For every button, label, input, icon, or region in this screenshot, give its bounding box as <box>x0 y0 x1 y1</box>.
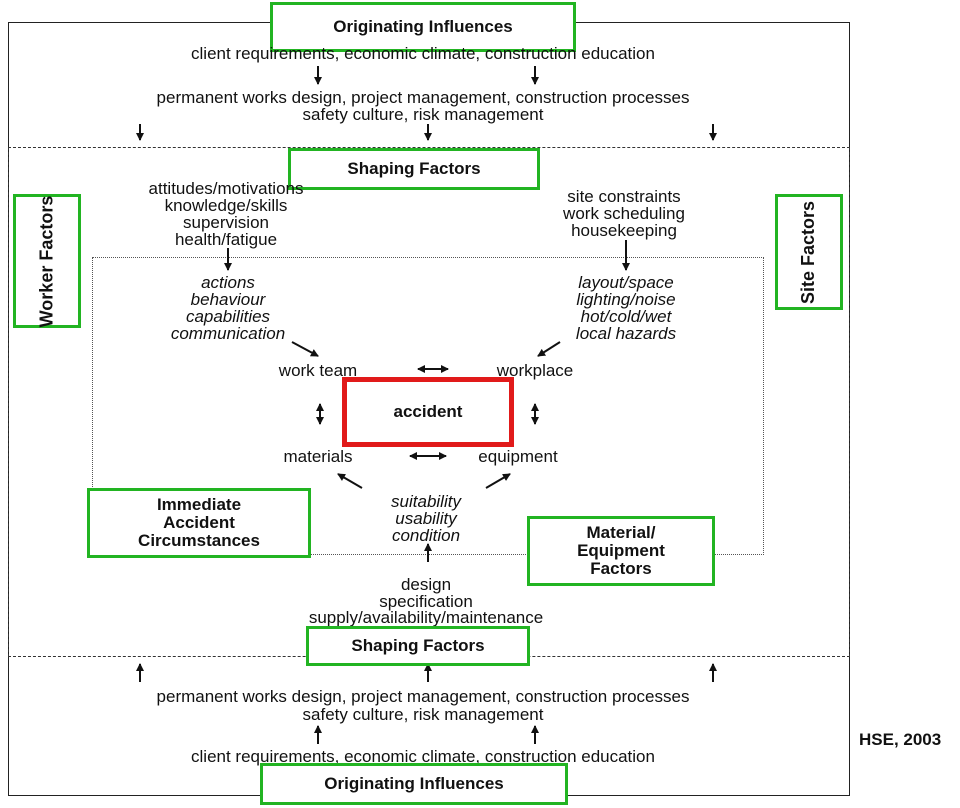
site-list-item: work scheduling <box>563 204 685 223</box>
arrow-diag <box>485 473 511 489</box>
originating-bottom-line1: permanent works design, project manageme… <box>156 687 690 706</box>
originating-top-line1: client requirements, economic climate, c… <box>191 44 655 63</box>
suitability-item: usability <box>395 509 457 528</box>
originating-influences-top-box: Originating Influences <box>270 2 576 52</box>
originating-influences-bottom-label: Originating Influences <box>324 774 504 793</box>
source-credit: HSE, 2003 <box>859 730 942 749</box>
worker-list-item: knowledge/skills <box>164 196 288 215</box>
worker-actions-item: behaviour <box>190 290 266 309</box>
immediate-label-line: Immediate <box>156 495 242 514</box>
worker-list-item: supervision <box>183 213 269 232</box>
equipment-label: equipment <box>478 447 558 466</box>
material-equipment-label-line: Factors <box>590 559 652 578</box>
suitability-item: condition <box>391 526 461 545</box>
shaping-factors-top-box: Shaping Factors <box>288 148 540 190</box>
site-list-item: housekeeping <box>571 221 677 240</box>
originating-influences-bottom-box: Originating Influences <box>260 763 568 805</box>
suitability-item: suitability <box>391 492 461 511</box>
design-item: design <box>400 575 452 594</box>
worker-factors-label: Worker Factors <box>36 195 57 327</box>
arrow-diag <box>537 341 561 357</box>
arrow-diag <box>337 473 363 489</box>
originating-top-line2: permanent works design, project manageme… <box>156 88 690 107</box>
workplace-label: workplace <box>496 361 574 380</box>
material-equipment-factors-box: Material/ Equipment Factors <box>527 516 715 586</box>
worker-actions-item: actions <box>201 273 255 292</box>
worker-list-item: attitudes/motivations <box>148 179 304 198</box>
worker-actions-item: capabilities <box>185 307 271 326</box>
shaping-factors-bottom-box: Shaping Factors <box>306 626 530 666</box>
site-factors-box: Site Factors <box>775 194 843 310</box>
site-workplace-item: layout/space <box>578 273 674 292</box>
material-equipment-label-line: Material/ <box>586 523 656 542</box>
worker-list-item: health/fatigue <box>174 230 278 249</box>
originating-bottom-line3: client requirements, economic climate, c… <box>191 747 655 766</box>
site-list-item: site constraints <box>567 187 681 206</box>
design-item: supply/availability/maintenance <box>308 608 544 627</box>
arrow-diag <box>291 341 319 357</box>
site-workplace-item: local hazards <box>575 324 677 343</box>
shaping-factors-top-label: Shaping Factors <box>347 159 481 178</box>
materials-label: materials <box>283 447 353 466</box>
originating-top-line3: safety culture, risk management <box>302 105 544 124</box>
worker-actions-item: communication <box>170 324 286 343</box>
worker-factors-box: Worker Factors <box>13 194 81 328</box>
shaping-factors-bottom-label: Shaping Factors <box>351 636 485 655</box>
immediate-label-line: Circumstances <box>138 531 260 550</box>
design-item: specification <box>379 592 473 611</box>
accident-box: accident <box>342 377 514 447</box>
material-equipment-label-line: Equipment <box>577 541 665 560</box>
accident-label: accident <box>393 402 463 421</box>
originating-influences-top-label: Originating Influences <box>333 17 513 36</box>
immediate-label-line: Accident <box>163 513 235 532</box>
work-team-label: work team <box>278 361 358 380</box>
originating-bottom-line2: safety culture, risk management <box>302 705 544 724</box>
site-factors-label: Site Factors <box>798 200 819 304</box>
site-workplace-item: lighting/noise <box>576 290 676 309</box>
immediate-accident-circumstances-box: Immediate Accident Circumstances <box>87 488 311 558</box>
site-workplace-item: hot/cold/wet <box>580 307 672 326</box>
